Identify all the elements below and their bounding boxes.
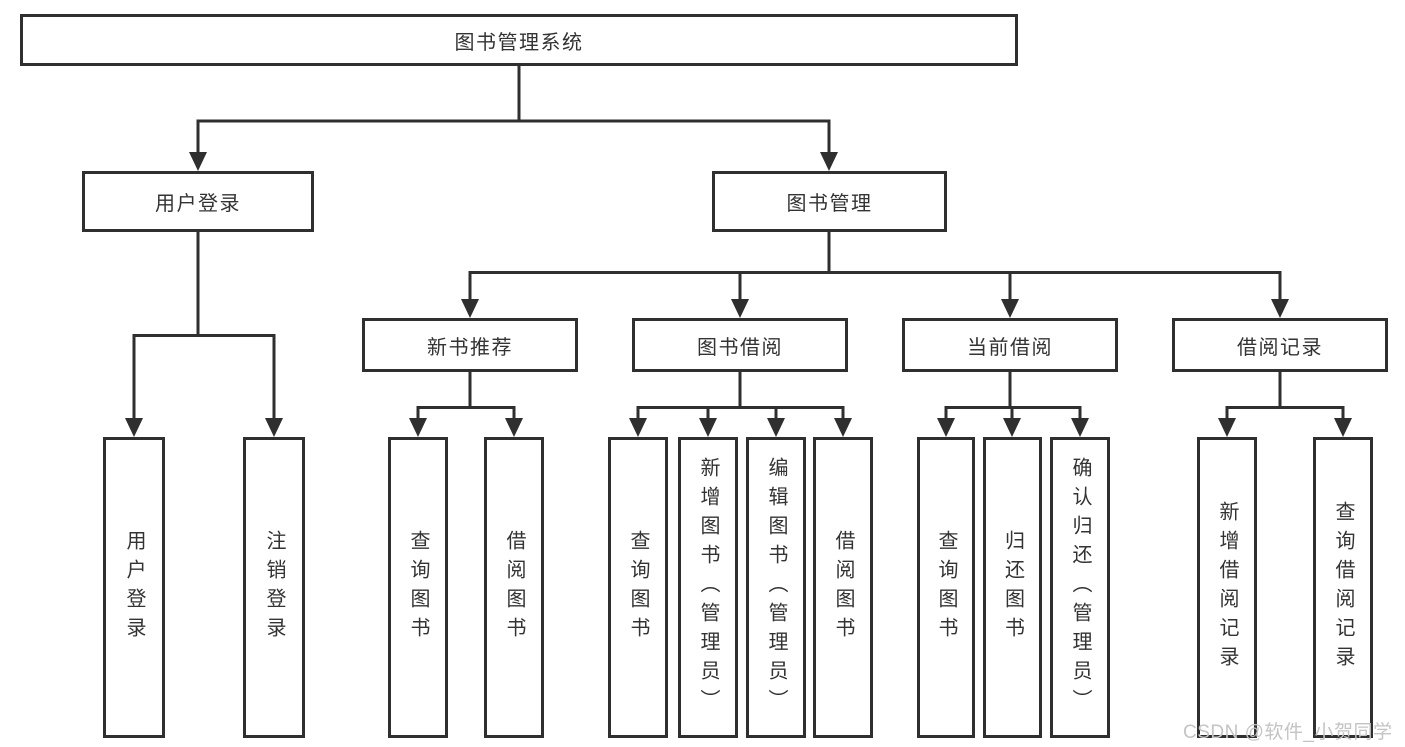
- arrow-down-icon: [125, 418, 143, 437]
- arrow-down-icon: [1071, 418, 1089, 437]
- leaf-query-books-borrow: 查询图书: [608, 437, 668, 738]
- node-book-borrow-label: 图书借阅: [697, 336, 783, 359]
- leaf-edit-books-admin: 编辑图书（管理员）: [746, 437, 806, 738]
- node-book-borrow: 图书借阅: [632, 318, 848, 372]
- arrowheads: [125, 152, 1352, 437]
- leaf-borrow-books-label: 借阅图书: [832, 529, 854, 646]
- node-book-management-label: 图书管理: [786, 193, 873, 215]
- node-book-management: 图书管理: [712, 171, 947, 232]
- leaf-logout: 注销登录: [243, 437, 305, 738]
- arrow-down-icon: [189, 152, 207, 171]
- arrow-down-icon: [1218, 418, 1236, 437]
- arrow-down-icon: [505, 418, 523, 437]
- arrow-down-icon: [1271, 299, 1289, 318]
- arrow-down-icon: [1334, 418, 1352, 437]
- leaf-user-login-label: 用户登录: [123, 529, 145, 646]
- leaf-confirm-return-admin: 确认归还（管理员）: [1050, 437, 1110, 738]
- leaf-add-books-admin: 新增图书（管理员）: [678, 437, 738, 738]
- leaf-return-books: 归还图书: [983, 437, 1042, 738]
- arrow-down-icon: [731, 299, 749, 318]
- node-new-book-recommend-label: 新书推荐: [427, 336, 513, 359]
- leaf-query-books-recommend-label: 查询图书: [407, 529, 429, 646]
- leaf-borrow-books: 借阅图书: [813, 437, 873, 738]
- watermark: CSDN @软件_小贺同学: [1183, 722, 1393, 743]
- node-current-borrow-label: 当前借阅: [967, 336, 1053, 359]
- leaf-logout-label: 注销登录: [263, 529, 285, 646]
- leaf-borrow-books-recommend: 借阅图书: [484, 437, 544, 738]
- leaf-borrow-books-recommend-label: 借阅图书: [503, 529, 525, 646]
- leaf-return-books-label: 归还图书: [1001, 529, 1024, 646]
- leaf-query-books-recommend: 查询图书: [388, 437, 448, 738]
- leaf-add-borrow-record-label: 新增借阅记录: [1216, 500, 1238, 675]
- leaf-add-books-admin-label: 新增图书（管理员）: [697, 457, 719, 718]
- node-current-borrow: 当前借阅: [902, 318, 1118, 372]
- node-new-book-recommend: 新书推荐: [362, 318, 578, 372]
- node-user-login-label: 用户登录: [155, 193, 241, 215]
- leaf-edit-books-admin-label: 编辑图书（管理员）: [765, 457, 787, 718]
- leaf-query-borrow-record-label: 查询借阅记录: [1332, 500, 1354, 675]
- arrow-down-icon: [937, 418, 955, 437]
- arrow-down-icon: [1003, 418, 1021, 437]
- arrow-down-icon: [834, 418, 852, 437]
- leaf-user-login: 用户登录: [103, 437, 165, 738]
- node-root-label: 图书管理系统: [454, 31, 584, 54]
- arrow-down-icon: [629, 418, 647, 437]
- leaf-confirm-return-admin-label: 确认归还（管理员）: [1069, 457, 1091, 718]
- leaf-query-books-current-label: 查询图书: [935, 529, 957, 646]
- arrow-down-icon: [409, 418, 427, 437]
- arrow-down-icon: [699, 418, 717, 437]
- arrow-down-icon: [1001, 299, 1019, 318]
- leaf-query-borrow-record: 查询借阅记录: [1313, 437, 1373, 738]
- leaf-query-books-borrow-label: 查询图书: [627, 529, 649, 646]
- node-borrow-records-label: 借阅记录: [1237, 336, 1323, 359]
- node-root: 图书管理系统: [20, 14, 1018, 66]
- arrow-down-icon: [820, 152, 838, 171]
- arrow-down-icon: [461, 299, 479, 318]
- leaf-add-borrow-record: 新增借阅记录: [1197, 437, 1257, 738]
- leaf-query-books-current: 查询图书: [917, 437, 975, 738]
- node-user-login: 用户登录: [82, 171, 314, 232]
- arrow-down-icon: [767, 418, 785, 437]
- node-borrow-records: 借阅记录: [1172, 318, 1388, 372]
- arrow-down-icon: [265, 418, 283, 437]
